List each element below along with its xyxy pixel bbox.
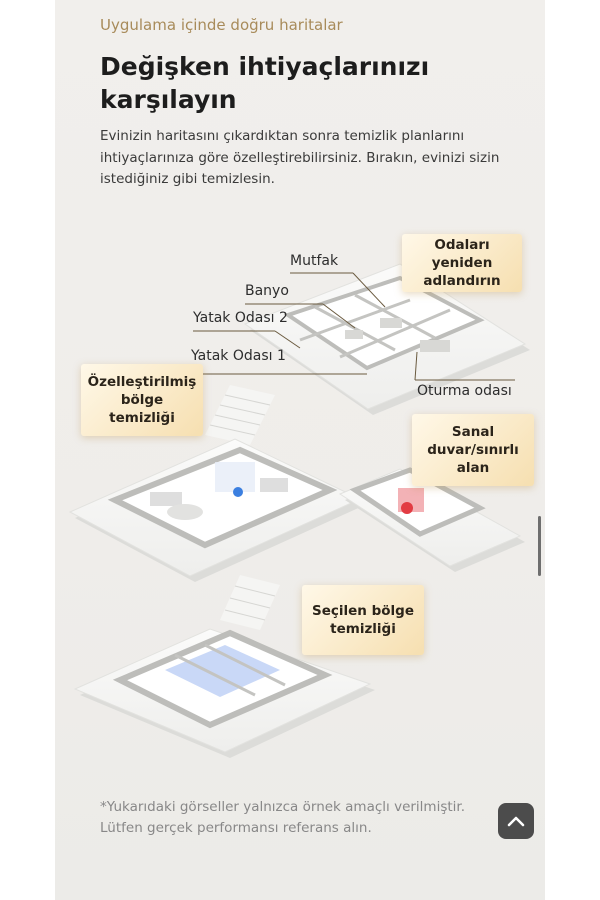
page-title: Değişken ihtiyaçlarınızı karşılayın: [100, 52, 430, 114]
bottom-floor-map: [73, 628, 375, 758]
middle-floor-map: [68, 438, 525, 582]
chevron-up-icon: [507, 816, 525, 827]
floor-map-illustration: Mutfak Banyo Yatak Odası 2 Yatak Odası 1…: [55, 200, 545, 760]
stairs-upper: [205, 385, 275, 445]
disclaimer-footnote: *Yukarıdaki görseller yalnızca örnek ama…: [100, 799, 466, 836]
room-label-kitchen: Mutfak: [290, 253, 339, 269]
room-label-bedroom-1: Yatak Odası 1: [191, 348, 286, 364]
callout-rename-rooms: Odaları yeniden adlandırın: [402, 234, 522, 292]
callout-virtual-wall: Sanal duvar/sınırlı alan: [412, 414, 534, 486]
section-subtitle: Uygulama içinde doğru haritalar: [100, 16, 343, 34]
floor-map-graphic: [68, 263, 530, 758]
room-label-living-room: Oturma odası: [417, 383, 512, 399]
leader-lines: [191, 272, 515, 381]
stairs-lower: [220, 575, 280, 630]
callout-selected-zone-cleaning: Seçilen bölge temizliği: [302, 585, 424, 655]
callout-custom-zone-cleaning: Özelleştirilmiş bölge temizliği: [81, 364, 203, 436]
top-floor-map: [243, 263, 530, 415]
back-to-top-button[interactable]: [498, 803, 534, 839]
room-label-bathroom: Banyo: [245, 283, 289, 299]
content-panel: Uygulama içinde doğru haritalar Değişken…: [55, 0, 545, 900]
page-description: Evinizin haritasını çıkardıktan sonra te…: [100, 128, 500, 187]
room-label-bedroom-2: Yatak Odası 2: [193, 310, 288, 326]
scrollbar-thumb[interactable]: [538, 516, 541, 576]
